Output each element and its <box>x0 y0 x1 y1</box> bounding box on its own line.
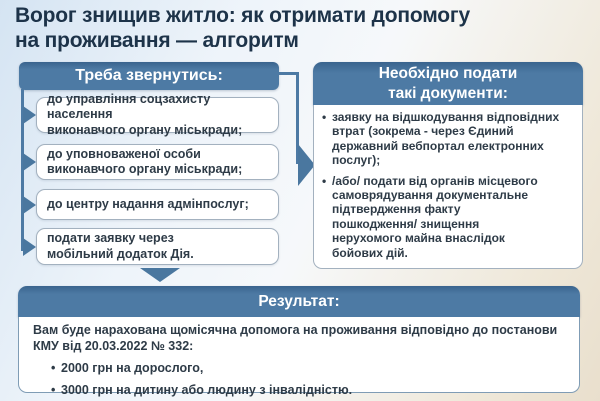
contact-item: до центру надання адмінпослуг; <box>36 189 279 220</box>
bullet-icon: • <box>51 361 56 376</box>
result-item-text: 3000 грн на дитину або людину з інвалідн… <box>61 382 353 397</box>
contact-panel-header: Треба звернутись: <box>19 62 279 90</box>
result-item-text: 2000 грн на дорослого, <box>61 361 204 376</box>
result-panel-body: Вам буде нарахована щомісячна допомога н… <box>18 317 580 397</box>
documents-panel-header: Необхідно подати такі документи: <box>313 62 583 105</box>
arrow-right-icon <box>23 106 36 124</box>
result-item: • 3000 грн на дитину або людину з інвалі… <box>51 383 567 397</box>
result-item: • 2000 грн на дорослого, <box>51 361 567 375</box>
arrow-right-large-icon <box>298 144 315 186</box>
arrow-right-icon <box>23 153 36 171</box>
bullet-icon: • <box>322 110 327 124</box>
arrow-right-icon <box>23 196 36 214</box>
contact-item: до управління соцзахисту населення викон… <box>36 92 279 137</box>
arrow-right-icon <box>23 238 36 256</box>
bullet-icon: • <box>51 382 56 397</box>
contact-item: до уповноваженої особи виконавчого орган… <box>36 144 279 180</box>
result-intro: Вам буде нарахована щомісячна допомога н… <box>33 323 558 353</box>
connector-line-vertical <box>296 72 299 164</box>
document-item: • заявку на відшкодування відповідних вт… <box>322 110 576 168</box>
contact-item: подати заявку через мобільний додаток Ді… <box>36 228 279 265</box>
documents-panel: Необхідно подати такі документи: • заявк… <box>313 62 583 269</box>
page-title: Ворог знищив житло: як отримати допомогу… <box>15 4 470 52</box>
bullet-icon: • <box>322 173 327 188</box>
document-item-text: /або/ подати від органів місцевого самов… <box>332 173 538 260</box>
document-item: • /або/ подати від органів місцевого сам… <box>322 174 576 260</box>
arrow-down-icon <box>140 268 180 282</box>
result-panel-header: Результат: <box>18 286 580 317</box>
connector-line-left <box>21 89 24 251</box>
document-item-text: заявку на відшкодування відповідних втра… <box>332 110 560 168</box>
documents-panel-body: • заявку на відшкодування відповідних вт… <box>313 105 583 269</box>
connector-line-horizontal <box>279 72 298 75</box>
